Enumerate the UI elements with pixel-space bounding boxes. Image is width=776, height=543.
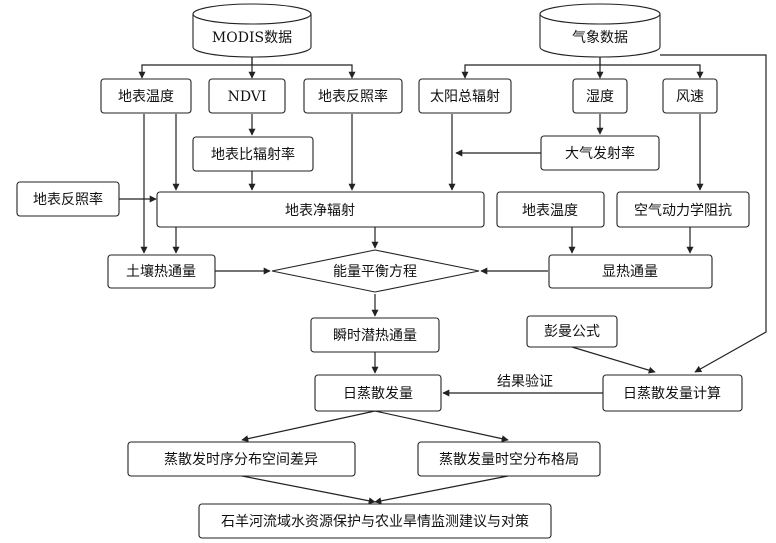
- modis-data-source: MODIS数据: [192, 3, 312, 58]
- node-energy-balance-label: 能量平衡方程: [333, 264, 417, 280]
- arrow-daily-left: [241, 410, 376, 443]
- node-penman-label: 彭曼公式: [544, 324, 600, 340]
- node-solar-label: 太阳总辐射: [430, 89, 500, 105]
- node-atm-emissivity: 大气发射率: [540, 135, 660, 171]
- node-net-radiation: 地表净辐射: [156, 191, 485, 228]
- node-net-radiation-label: 地表净辐射: [285, 203, 355, 219]
- arrow-daily-right: [374, 410, 509, 443]
- node-lst-label: 地表温度: [118, 89, 174, 105]
- node-sensible-heat: 显热通量: [548, 254, 713, 289]
- node-soil-heat: 土壤热通量: [107, 254, 216, 289]
- node-penman: 彭曼公式: [526, 315, 618, 348]
- node-albedo-left-label: 地表反照率: [33, 191, 103, 208]
- node-daily-et-calc: 日蒸散发量计算: [602, 374, 743, 412]
- meteo-data-source: 气象数据: [539, 3, 661, 58]
- node-albedo-label: 地表反照率: [318, 88, 388, 105]
- arrow-meteo-wind: [600, 64, 704, 79]
- node-instant-latent: 瞬时潜热通量: [310, 317, 440, 353]
- node-daily-et-label: 日蒸散发量: [343, 386, 413, 402]
- node-temporal-spatial-diff: 蒸散发时序分布空间差异: [127, 441, 356, 477]
- meteo-label: 气象数据: [572, 30, 628, 46]
- node-lst2: 地表温度: [496, 191, 605, 228]
- arrow-modis-lst: [138, 57, 253, 79]
- node-emissivity-label: 地表比辐射率: [211, 146, 295, 163]
- node-aero-resistance-label: 空气动力学阻抗: [634, 203, 732, 219]
- node-albedo-left: 地表反照率: [16, 181, 120, 217]
- node-albedo: 地表反照率: [303, 78, 403, 114]
- node-humidity-label: 湿度: [586, 89, 614, 105]
- node-solar: 太阳总辐射: [418, 78, 512, 114]
- arrow-left-final: [241, 475, 376, 505]
- node-temporal-spatial-diff-label: 蒸散发时序分布空间差异: [164, 452, 318, 468]
- node-aero-resistance: 空气动力学阻抗: [616, 191, 750, 228]
- arrow-meteo-daily-et-calc: [660, 54, 767, 373]
- node-final: 石羊河流域水资源保护与农业旱情监测建议与对策: [198, 503, 552, 539]
- node-final-label: 石羊河流域水资源保护与农业旱情监测建议与对策: [221, 513, 529, 530]
- node-humidity: 湿度: [572, 78, 628, 114]
- node-energy-balance: 能量平衡方程: [271, 249, 480, 293]
- arrow-modis-albedo: [252, 64, 356, 79]
- node-ndvi-label: NDVI: [228, 89, 267, 105]
- node-spatiotemporal-pattern: 蒸散发量时空分布格局: [417, 441, 601, 477]
- node-ndvi: NDVI: [208, 78, 286, 114]
- node-lst: 地表温度: [100, 78, 192, 114]
- node-daily-et: 日蒸散发量: [314, 374, 442, 412]
- modis-label: MODIS数据: [212, 30, 292, 46]
- node-atm-emissivity-label: 大气发射率: [565, 145, 635, 162]
- node-soil-heat-label: 土壤热通量: [126, 263, 196, 280]
- node-emissivity: 地表比辐射率: [192, 136, 314, 172]
- node-lst2-label: 地表温度: [522, 203, 578, 219]
- connectors: [119, 54, 767, 505]
- node-wind-label: 风速: [676, 89, 704, 105]
- node-spatiotemporal-pattern-label: 蒸散发量时空分布格局: [439, 452, 579, 468]
- node-wind: 风速: [662, 78, 718, 114]
- result-validation-label: 结果验证: [497, 374, 553, 390]
- node-sensible-heat-label: 显热通量: [602, 264, 658, 280]
- node-daily-et-calc-label: 日蒸散发量计算: [623, 386, 721, 402]
- node-instant-latent-label: 瞬时潜热通量: [333, 328, 417, 344]
- arrow-penman-calc: [571, 346, 656, 374]
- arrow-meteo-solar: [461, 57, 601, 79]
- arrow-right-final: [374, 475, 509, 505]
